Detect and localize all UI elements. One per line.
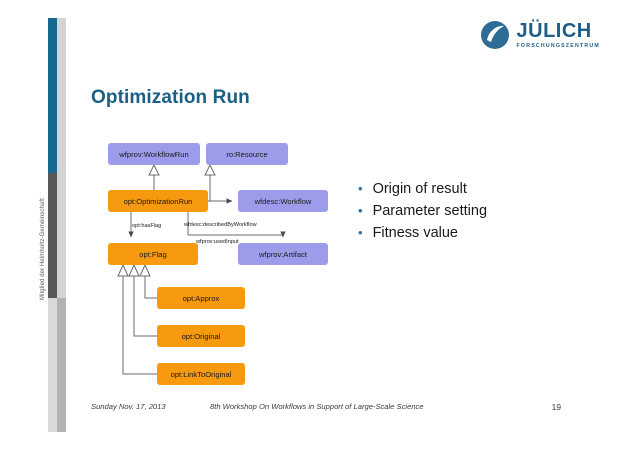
bullet-label-origin-of-result: Origin of result (372, 181, 467, 197)
logo-subtitle: FORSCHUNGSZENTRUM (516, 42, 600, 49)
node-label-ro-resource: ro:Resource (226, 150, 267, 159)
edge-label-opt-hasflag: opt:hasFlag (132, 223, 161, 229)
edge-label-describedbyworkflow: wfdesc:describedByWorkflow (183, 222, 258, 228)
diagram-node-opt-linktooriginal[interactable]: opt:LinkToOriginal (157, 363, 245, 385)
list-item: • Parameter setting (358, 202, 578, 221)
provenance-diagram: wfprov:WorkflowRun ro:Resource opt:Optim… (100, 135, 345, 385)
node-label-wfprov-artifact: wfprov:Artifact (258, 250, 308, 259)
bullet-label-fitness-value: Fitness value (372, 225, 458, 242)
node-label-opt-flag: opt:Flag (139, 250, 166, 259)
bullet-list: • Origin of result • Parameter setting •… (358, 180, 578, 246)
footer-conference: 8th Workshop On Workflows in Support of … (210, 402, 424, 411)
footer-page-number: 19 (551, 402, 561, 412)
juelich-swirl-icon (480, 20, 510, 50)
sidebar-bar-gray-lower (48, 298, 57, 432)
list-item: • Origin of result (358, 180, 578, 199)
sidebar-bar-blue (48, 18, 57, 173)
bullet-marker-icon: • (358, 225, 363, 241)
logo-wordmark: JÜLICH (516, 19, 592, 42)
sidebar-rail: Mitglied der Helmholtz-Gemeinschaft (0, 0, 80, 452)
sidebar-bar-gray-lower2 (57, 298, 66, 432)
sidebar-bar-light (57, 18, 66, 298)
sidebar-credit-text: Mitglied der Helmholtz-Gemeinschaft (40, 198, 46, 300)
sidebar-bar-dark (48, 173, 57, 298)
footer-date: Sunday Nov. 17, 2013 (91, 402, 166, 411)
diagram-node-ro-resource[interactable]: ro:Resource (206, 143, 288, 165)
list-item: • Fitness value (358, 224, 578, 243)
node-label-opt-linktooriginal: opt:LinkToOriginal (171, 370, 232, 379)
node-label-wfprov-workflowrun: wfprov:WorkflowRun (118, 150, 189, 159)
page-title: Optimization Run (91, 87, 250, 108)
diagram-node-wfprov-artifact[interactable]: wfprov:Artifact (238, 243, 328, 265)
diagram-node-opt-flag[interactable]: opt:Flag (108, 243, 198, 265)
node-label-opt-optimizationrun: opt:OptimizationRun (124, 197, 193, 206)
bullet-label-parameter-setting: Parameter setting (372, 203, 488, 220)
diagram-edges (117, 163, 286, 375)
diagram-node-wfprov-workflowrun[interactable]: wfprov:WorkflowRun (108, 143, 200, 165)
edge-label-usedinput: wfprov:usedInput (195, 239, 239, 245)
node-label-opt-original: opt:Original (182, 332, 221, 341)
node-label-opt-approx: opt:Approx (183, 294, 220, 303)
diagram-node-opt-optimizationrun[interactable]: opt:OptimizationRun (108, 190, 208, 212)
juelich-logo: JÜLICH FORSCHUNGSZENTRUM (480, 20, 601, 50)
diagram-node-wfdesc-workflow[interactable]: wfdesc:Workflow (238, 190, 328, 212)
diagram-node-opt-approx[interactable]: opt:Approx (157, 287, 245, 309)
diagram-node-opt-original[interactable]: opt:Original (157, 325, 245, 347)
bullet-marker-icon: • (358, 181, 363, 196)
bullet-marker-icon: • (358, 203, 363, 219)
node-label-wfdesc-workflow: wfdesc:Workflow (254, 197, 312, 206)
